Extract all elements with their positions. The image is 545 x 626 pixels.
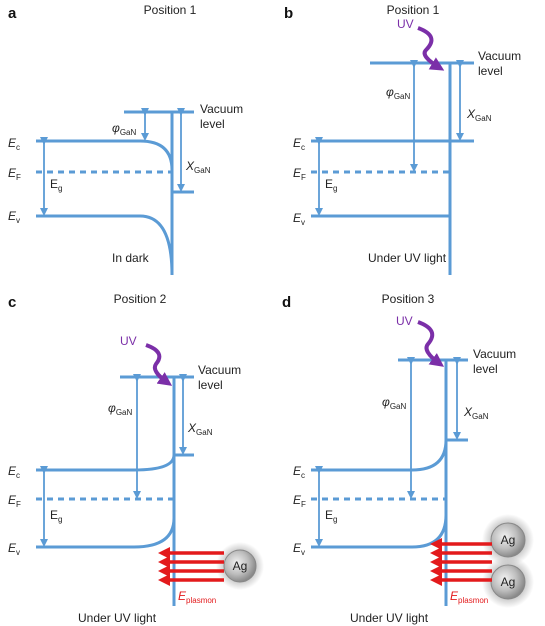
panel-letter-a: a <box>8 5 17 22</box>
valence-band <box>36 214 174 276</box>
phi-label: φGaN <box>382 395 407 411</box>
ev-label: Ev <box>8 209 20 225</box>
eg-label: Eg <box>325 177 337 193</box>
panel-a-title: Position 1 <box>144 3 197 17</box>
panel-c-title: Position 2 <box>114 292 167 306</box>
panel-d-title: Position 3 <box>382 292 435 306</box>
eg-label: Eg <box>50 508 62 524</box>
eg-label: Eg <box>50 177 62 193</box>
chi-label: XGaN <box>466 107 492 123</box>
eg-label: Eg <box>325 508 337 524</box>
uv-label: UV <box>120 334 137 348</box>
plasmon-label: Eplasmon <box>450 589 488 605</box>
chi-label: XGaN <box>185 159 211 175</box>
vacuum-label-2: level <box>200 117 225 131</box>
ev-label: Ev <box>8 541 20 557</box>
vacuum-label-1: Vacuum <box>473 347 516 361</box>
ev-label: Ev <box>293 211 305 227</box>
ef-label: EF <box>8 493 21 509</box>
panel-d-caption: Under UV light <box>350 611 429 625</box>
chi-label: XGaN <box>187 421 213 437</box>
ag-nanoparticle-2 <box>490 564 526 600</box>
vacuum-label-1: Vacuum <box>478 49 521 63</box>
phi-label: φGaN <box>112 121 137 137</box>
uv-arrow <box>417 320 445 367</box>
panel-b-title: Position 1 <box>387 3 440 17</box>
conduction-band <box>36 139 174 171</box>
ef-label: EF <box>293 493 306 509</box>
vacuum-label-2: level <box>473 362 498 376</box>
panel-letter-b: b <box>284 5 293 22</box>
uv-label: UV <box>397 17 414 31</box>
ec-label: Ec <box>8 136 20 152</box>
panel-c-caption: Under UV light <box>78 611 157 625</box>
vacuum-label-2: level <box>198 378 223 392</box>
plasmon-label: Eplasmon <box>178 589 216 605</box>
ag-label-2: Ag <box>501 575 516 589</box>
conduction-band <box>311 439 448 472</box>
uv-arrow <box>417 26 445 71</box>
uv-label: UV <box>396 314 413 328</box>
ec-label: Ec <box>293 136 305 152</box>
ec-label: Ec <box>8 464 20 480</box>
panel-d: d Position 3 UV Ag Ag Eplasmon Ec EF Eg … <box>282 292 534 625</box>
ef-label: EF <box>8 166 21 182</box>
ag-nanoparticle <box>223 549 257 583</box>
ef-label: EF <box>293 166 306 182</box>
ec-label: Ec <box>293 464 305 480</box>
vacuum-label-1: Vacuum <box>200 102 243 116</box>
phi-label: φGaN <box>386 85 411 101</box>
vacuum-label-2: level <box>478 64 503 78</box>
panel-a: a Position 1 Ec EF Eg Ev φGaN XGaN Vacuu… <box>8 3 243 276</box>
panel-letter-c: c <box>8 294 16 311</box>
phi-label: φGaN <box>108 401 133 417</box>
chi-label: XGaN <box>463 405 489 421</box>
uv-arrow <box>145 343 173 386</box>
vacuum-label-1: Vacuum <box>198 363 241 377</box>
ag-label: Ag <box>233 559 248 573</box>
valence-band <box>36 517 176 549</box>
conduction-band <box>36 454 176 472</box>
ag-label-1: Ag <box>501 533 516 547</box>
panel-b: b Position 1 UV Ec EF Eg Ev φGaN XGaN Va… <box>284 3 521 275</box>
panel-b-caption: Under UV light <box>368 251 447 265</box>
panel-a-caption: In dark <box>112 251 150 265</box>
panel-letter-d: d <box>282 294 291 311</box>
ev-label: Ev <box>293 541 305 557</box>
panel-c: c Position 2 UV Ag Eplasmon Ec EF Eg Ev … <box>8 292 264 625</box>
